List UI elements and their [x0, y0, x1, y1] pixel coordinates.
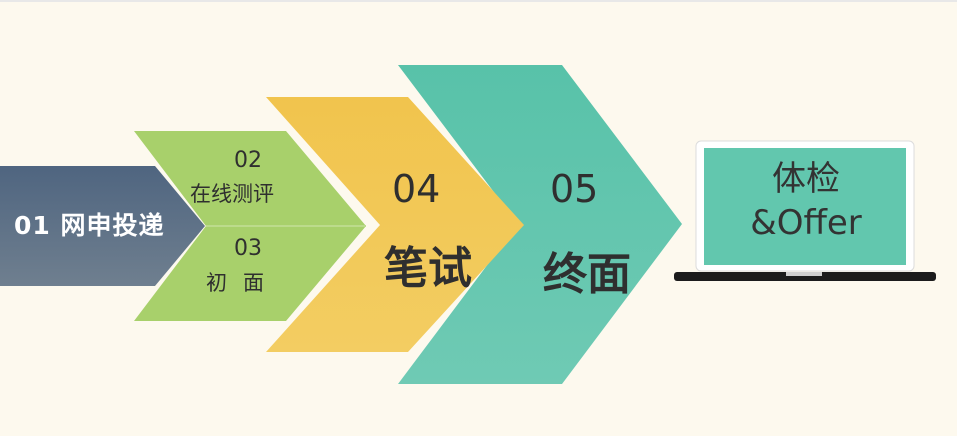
laptop-icon	[674, 140, 936, 281]
chevron-step-05	[398, 65, 682, 384]
laptop-screen-text: 体检 &Offer	[706, 157, 906, 245]
step-03-label: 初面	[206, 271, 280, 295]
chevron-step-04	[266, 97, 524, 352]
final-line-1: 体检	[772, 159, 840, 199]
final-line-2: &Offer	[750, 203, 862, 243]
step-01-label: 01 网申投递	[14, 211, 165, 240]
step-02-number: 02	[234, 148, 262, 173]
step-04-number: 04	[392, 167, 441, 211]
chevron-step-01	[0, 166, 205, 286]
step-03-number: 03	[234, 236, 262, 261]
step-05-label: 终面	[543, 249, 631, 300]
step-04-label: 笔试	[384, 243, 472, 294]
top-border	[0, 0, 957, 2]
step-02-label: 在线测评	[190, 182, 274, 206]
step-05-number: 05	[550, 167, 599, 211]
